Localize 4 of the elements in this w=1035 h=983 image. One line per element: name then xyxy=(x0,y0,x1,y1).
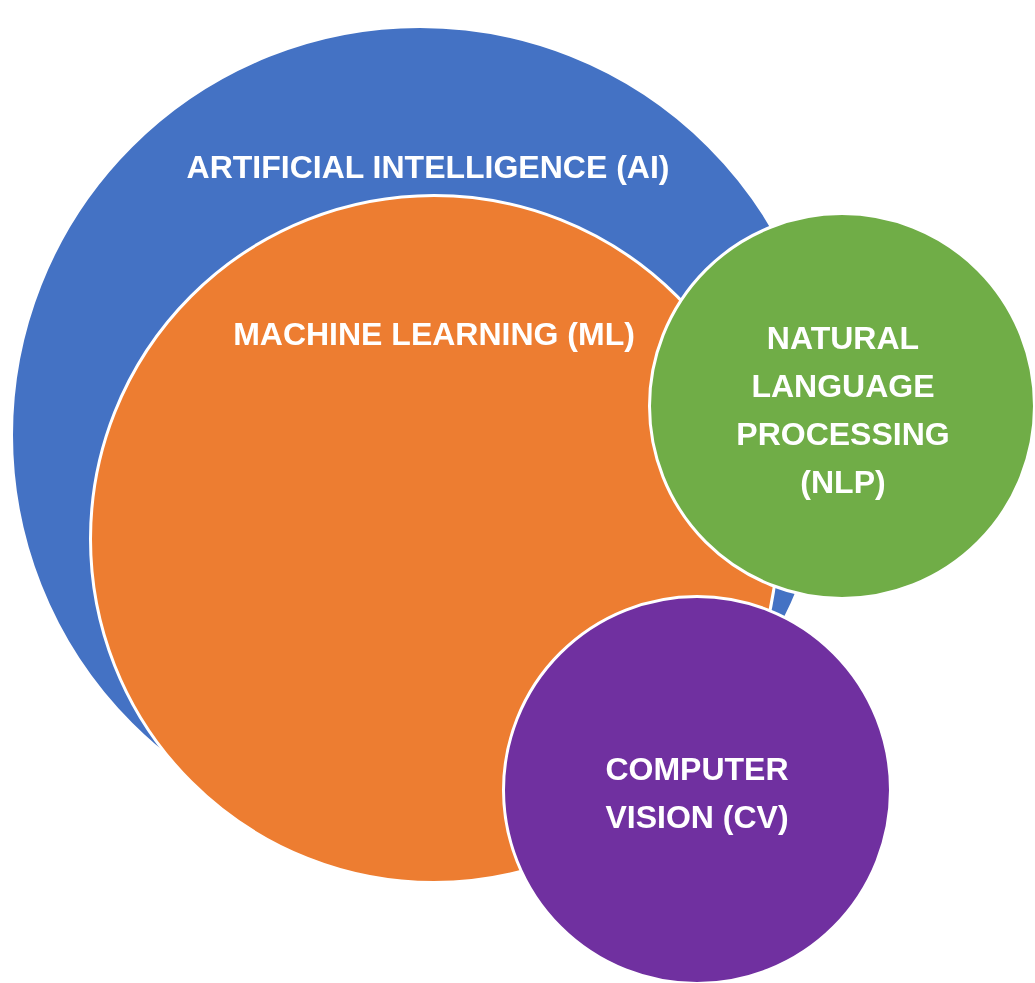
circle-label: NATURAL LANGUAGE PROCESSING (NLP) xyxy=(735,319,951,502)
circle-label: COMPUTER VISION (CV) xyxy=(604,750,790,837)
circle-label: MACHINE LEARNING (ML) xyxy=(232,315,636,354)
circle-label: ARTIFICIAL INTELLIGENCE (AI) xyxy=(185,148,671,187)
